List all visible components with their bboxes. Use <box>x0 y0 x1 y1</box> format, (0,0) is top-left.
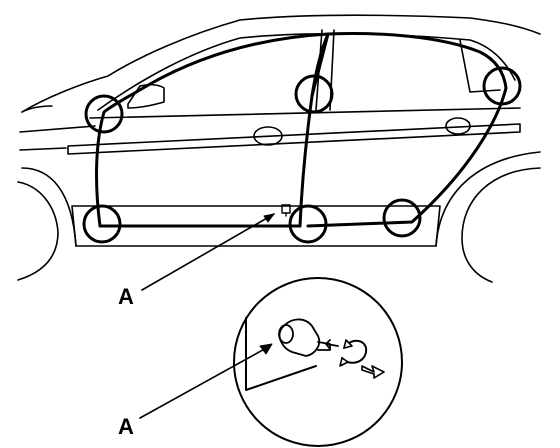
detail-inset-circle <box>233 277 403 447</box>
windshield-line <box>21 105 53 113</box>
rotate-arrowhead-top <box>343 339 353 349</box>
rocker-clip <box>281 204 291 217</box>
window-frame-top <box>97 32 516 111</box>
rotate-arrow-icon <box>341 339 368 364</box>
leader-arrowhead-upper <box>263 213 275 223</box>
clip-circle-b-pillar-upper <box>294 74 334 114</box>
weatherstrip <box>95 32 508 228</box>
detail-inset <box>233 277 403 447</box>
rear-wheel <box>461 167 541 283</box>
pull-out-arrow-icon <box>361 365 385 379</box>
front-door-handle <box>253 126 283 146</box>
front-door-seal <box>95 32 330 228</box>
clip-circle-rear-upper <box>482 66 522 106</box>
roof-line <box>21 14 541 113</box>
rotate-arrowhead <box>339 357 349 367</box>
clip-circle-rear-lower <box>382 198 422 238</box>
callout-label-lower: A <box>118 414 134 439</box>
rear-quarter-window <box>459 39 501 93</box>
rear-wheel-arch <box>435 151 541 247</box>
rear-door-handle <box>445 117 471 135</box>
front-wheel-arch <box>21 167 77 247</box>
front-lower-line <box>19 147 67 151</box>
clip-highlights <box>82 66 522 244</box>
inset-clip <box>278 318 331 357</box>
inset-push-arrow <box>325 339 339 350</box>
leader-line-lower <box>139 345 271 419</box>
leader-line-upper <box>141 213 275 291</box>
inset-clip-tip <box>317 341 331 351</box>
front-wheel <box>17 181 59 281</box>
callout-label-upper: A <box>118 284 134 309</box>
clip-circle-front-upper <box>84 94 124 134</box>
leader-arrowhead-lower <box>259 343 273 355</box>
side-molding <box>67 123 521 155</box>
side-mirror <box>127 83 165 109</box>
clip-circle-front-lower <box>82 204 122 244</box>
inset-clip-body <box>278 318 321 357</box>
inset-panel-edge <box>245 317 317 391</box>
inset-clip-head <box>278 324 294 344</box>
clip-circle-b-pillar-lower <box>288 204 328 244</box>
belt-line-lower <box>19 125 96 133</box>
belt-line <box>89 107 521 119</box>
